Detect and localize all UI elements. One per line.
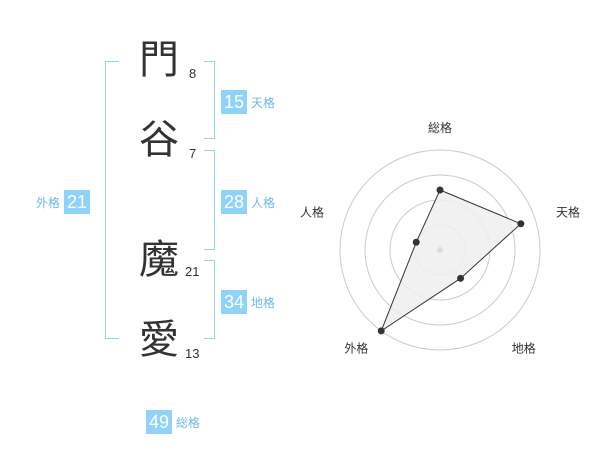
gaikaku-bracket [105,61,119,339]
soukaku-badge: 49 総格 [146,410,204,434]
gaikaku-badge: 外格 21 [36,190,91,214]
stroke-count-4: 13 [185,346,200,361]
jinkaku-badge: 28 人格 [221,190,279,214]
stroke-count-3: 21 [185,264,200,279]
radar-axis-label-4: 外格 [344,341,368,356]
radar-center [437,247,443,253]
radar-axis-label-1: 総格 [428,120,452,135]
radar-point-3 [457,274,465,282]
soukaku-value: 49 [146,410,173,434]
tenkaku-label: 天格 [251,95,276,110]
stroke-count-1: 8 [189,66,197,81]
tenkaku-badge: 15 天格 [221,90,279,114]
chikaku-bracket [204,260,215,339]
chikaku-badge: 34 地格 [221,290,279,314]
radar-ring [339,149,541,351]
radar-axis-label-2: 天格 [556,204,580,219]
radar-ring [364,174,516,326]
name-char-3: 魔 [139,237,179,283]
jinkaku-label: 人格 [251,195,276,210]
tenkaku-bracket [204,61,215,139]
radar-polygon [380,189,522,333]
chikaku-value: 34 [221,290,248,314]
radar-axis-label-3: 地格 [512,341,536,356]
radar-point-5 [412,238,420,246]
radar-point-4 [377,327,385,335]
stroke-count-2: 7 [189,146,197,161]
gaikaku-label: 外格 [36,195,61,210]
radar-point-2 [517,220,525,228]
gaikaku-value: 21 [64,190,91,214]
soukaku-label: 総格 [176,415,201,430]
jinkaku-bracket [204,150,215,250]
radar-axis-label-5: 人格 [300,204,324,219]
name-char-4: 愛 [139,317,179,363]
chikaku-label: 地格 [251,295,276,310]
name-char-1: 門 [139,37,179,83]
tenkaku-value: 15 [221,90,248,114]
jinkaku-value: 28 [221,190,248,214]
name-char-2: 谷 [139,117,179,163]
radar-point-1 [436,186,444,194]
